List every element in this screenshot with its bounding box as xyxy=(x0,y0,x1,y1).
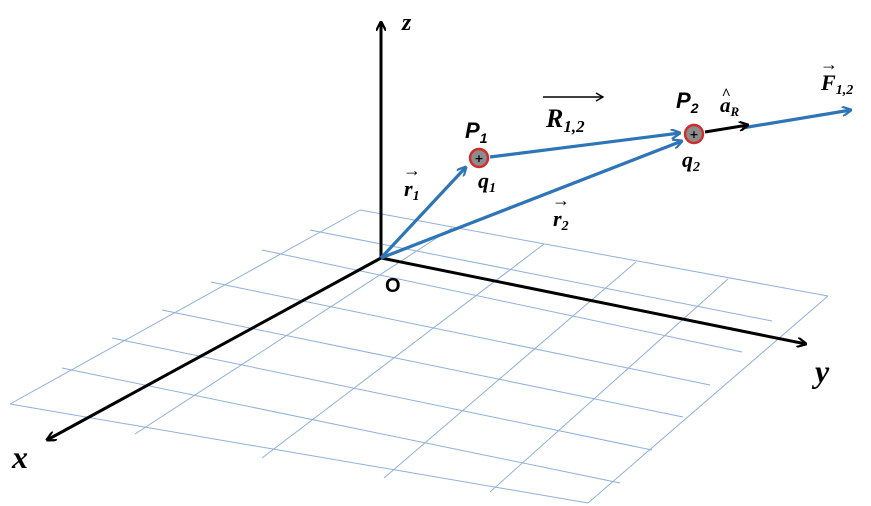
vectors xyxy=(379,110,851,260)
z-axis-label: z xyxy=(401,10,412,36)
svg-text:r1: r1 xyxy=(404,176,420,204)
svg-text:→: → xyxy=(820,54,838,74)
charge-q2-sign: + xyxy=(689,128,698,141)
q1-label: q1 xyxy=(478,168,496,196)
unit-vector-ar xyxy=(704,125,748,134)
x-axis xyxy=(47,256,382,440)
svg-text:aR: aR xyxy=(720,93,740,119)
svg-text:^: ^ xyxy=(721,86,730,103)
y-axis-label: y xyxy=(811,353,830,389)
svg-text:→: → xyxy=(552,190,570,210)
f12-label: → F1,2 xyxy=(820,54,853,98)
p1-label: P1 xyxy=(465,118,488,146)
r2-label: → r2 xyxy=(552,190,570,234)
charge-q1: + xyxy=(468,147,490,169)
origin-label: O xyxy=(385,275,401,297)
svg-text:r2: r2 xyxy=(553,206,569,234)
p2-label: P2 xyxy=(676,88,699,116)
r1-vector xyxy=(379,167,466,260)
r2-vector xyxy=(380,141,682,260)
axes xyxy=(47,22,806,440)
f12-vector xyxy=(741,110,851,130)
charge-q1-sign: + xyxy=(474,152,483,165)
r12-label: R1,2 xyxy=(543,92,605,136)
xy-plane-grid xyxy=(9,209,829,504)
svg-text:F1,2: F1,2 xyxy=(820,70,853,98)
r12-vector xyxy=(489,133,680,159)
svg-text:R1,2: R1,2 xyxy=(545,104,585,136)
r1-label: → r1 xyxy=(403,160,421,204)
ar-label: ^ aR xyxy=(720,86,740,119)
q2-label: q2 xyxy=(682,147,700,175)
y-axis xyxy=(380,256,806,344)
x-axis-label: x xyxy=(11,439,28,475)
r12-overline-arrowhead xyxy=(595,92,605,102)
charge-q2: + xyxy=(683,123,705,145)
svg-text:→: → xyxy=(403,160,421,180)
